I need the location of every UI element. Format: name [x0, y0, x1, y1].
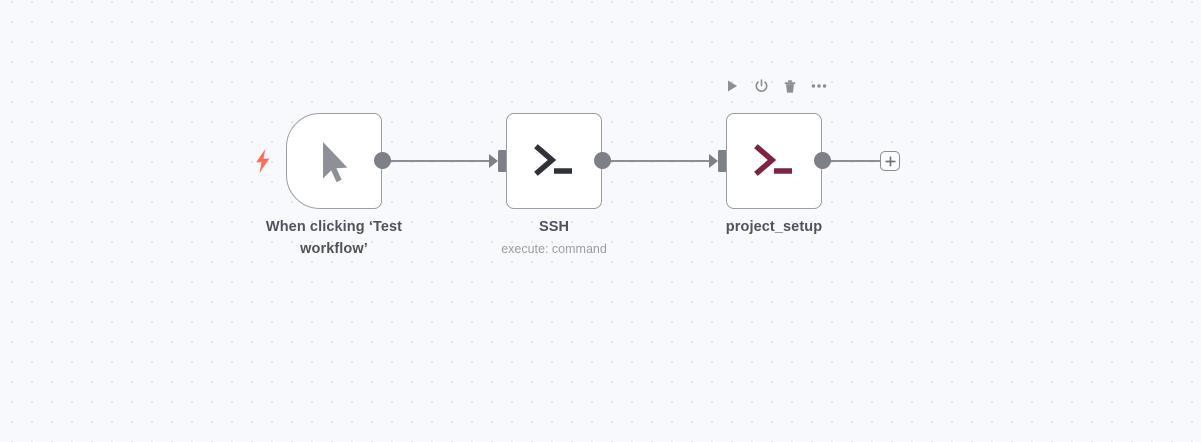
add-node-button[interactable] — [880, 151, 900, 171]
ssh-output-endpoint[interactable] — [594, 152, 611, 169]
power-icon[interactable] — [753, 78, 769, 94]
node-project-setup-caption: project_setup — [694, 216, 854, 238]
project-setup-input-arrow-icon — [709, 154, 718, 168]
trigger-output-endpoint[interactable] — [374, 152, 391, 169]
ellipsis-icon[interactable] — [811, 78, 827, 94]
node-project-setup-title: project_setup — [725, 219, 823, 235]
node-ssh-subtitle: execute: command — [501, 242, 607, 257]
ssh-input-endpoint[interactable] — [498, 150, 507, 172]
node-ssh-title: SSH — [538, 219, 570, 235]
node-toolbar-project-setup[interactable] — [724, 78, 827, 94]
node-project-setup[interactable] — [726, 113, 822, 209]
node-ssh-caption: SSH execute: command — [474, 216, 634, 259]
node-trigger-caption: When clicking ‘Test workflow’ — [241, 216, 427, 260]
node-ssh[interactable] — [506, 113, 602, 209]
node-trigger[interactable] — [286, 113, 382, 209]
trash-icon[interactable] — [782, 78, 798, 94]
project-setup-input-endpoint[interactable] — [718, 150, 727, 172]
mouse-cursor-icon — [306, 133, 362, 189]
terminal-prompt-icon — [526, 133, 582, 189]
terminal-prompt-icon — [746, 133, 802, 189]
node-trigger-title: When clicking ‘Test workflow’ — [265, 219, 403, 258]
ssh-input-arrow-icon — [489, 154, 498, 168]
execute-step-button[interactable] — [724, 78, 740, 94]
lightning-bolt-icon — [254, 149, 272, 173]
project-setup-output-endpoint[interactable] — [814, 152, 831, 169]
